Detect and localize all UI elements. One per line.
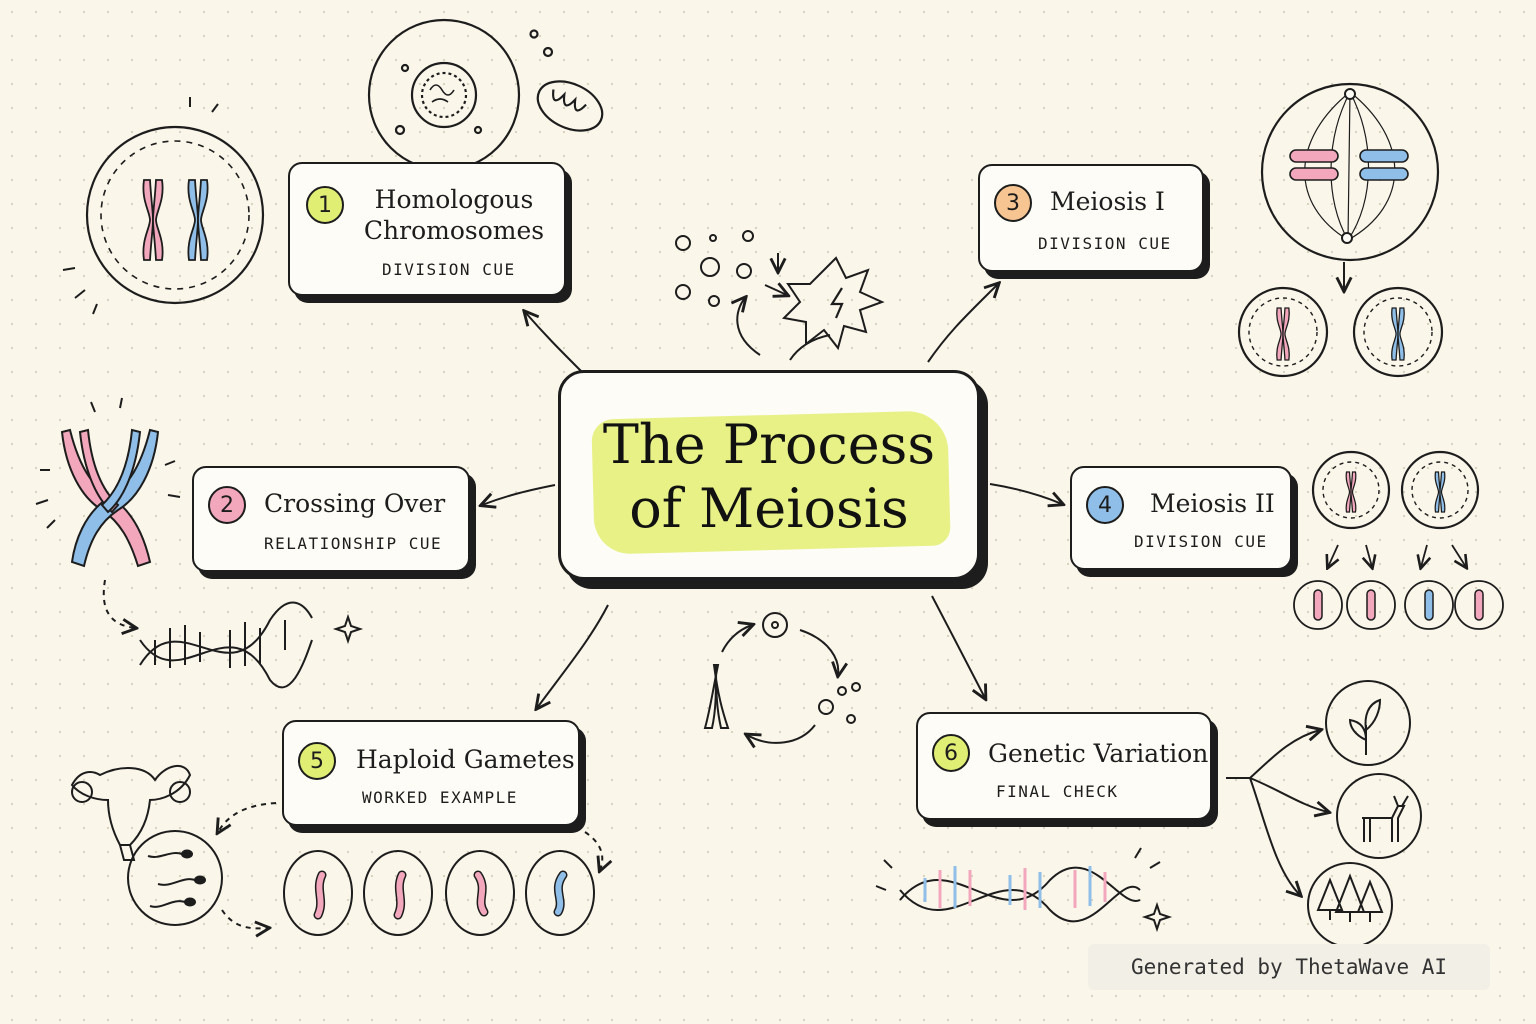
- node-haploid-gametes[interactable]: 5 Haploid Gametes WORKED EXAMPLE: [282, 720, 580, 826]
- node-2-title: Crossing Over: [264, 489, 446, 518]
- node-4-title: Meiosis II: [1150, 489, 1275, 518]
- spindle-cell-icon: [1237, 82, 1444, 378]
- node-3-cue: DIVISION CUE: [1038, 234, 1172, 253]
- node-5-title: Haploid Gametes: [356, 745, 575, 774]
- node-2-cue: RELATIONSHIP CUE: [264, 534, 443, 553]
- cell-nucleus-icon: [367, 18, 521, 172]
- footer-credit: Generated by ThetaWave AI: [1088, 944, 1490, 990]
- node-2-badge: 2: [208, 486, 246, 524]
- node-crossing-over[interactable]: 2 Crossing Over RELATIONSHIP CUE: [192, 466, 470, 572]
- reproductive-system-icon: [70, 765, 192, 861]
- node-3-badge: 3: [994, 184, 1032, 222]
- node-4-cue: DIVISION CUE: [1134, 532, 1268, 551]
- node-meiosis-one[interactable]: 3 Meiosis I DIVISION CUE: [978, 164, 1204, 272]
- reaction-burst-icon: [675, 230, 885, 361]
- node-5-badge: 5: [298, 742, 336, 780]
- node-6-cue: FINAL CHECK: [996, 782, 1119, 801]
- node-1-cue: DIVISION CUE: [382, 260, 516, 279]
- main-title: The Process of Meiosis: [561, 413, 977, 541]
- meiosis-two-cells-icon: [1293, 450, 1504, 630]
- plant-icon: [1325, 680, 1411, 766]
- variation-dna-icon: [875, 847, 1173, 933]
- node-meiosis-two[interactable]: 4 Meiosis II DIVISION CUE: [1070, 466, 1292, 570]
- node-6-title: Genetic Variation: [988, 739, 1209, 768]
- node-4-badge: 4: [1086, 486, 1124, 524]
- mitochondria-icon: [529, 29, 604, 132]
- crossing-over-icon: [35, 397, 181, 628]
- node-5-cue: WORKED EXAMPLE: [362, 788, 518, 807]
- haploid-gamete-cells-icon: [283, 831, 602, 936]
- life-cycle-icon: [703, 612, 861, 743]
- sperm-cell-icon: [127, 802, 277, 928]
- node-6-badge: 6: [932, 734, 970, 772]
- central-title-card[interactable]: The Process of Meiosis: [558, 370, 980, 580]
- node-homologous-chromosomes[interactable]: 1 Homologous Chromosomes DIVISION CUE: [288, 162, 566, 296]
- connector-arrows: [482, 284, 1062, 708]
- node-1-badge: 1: [306, 186, 344, 224]
- homologous-pair-icon: [62, 97, 265, 315]
- variation-branch-arrows: [1226, 730, 1328, 895]
- main-title-line1: The Process: [602, 413, 936, 476]
- forest-icon: [1307, 862, 1393, 948]
- node-3-title: Meiosis I: [1050, 187, 1165, 216]
- node-genetic-variation[interactable]: 6 Genetic Variation FINAL CHECK: [916, 712, 1212, 820]
- node-1-title: Homologous Chromosomes: [363, 185, 545, 245]
- main-title-line2: of Meiosis: [629, 477, 909, 540]
- dna-helix-icon: [139, 601, 364, 689]
- deer-icon: [1336, 773, 1422, 859]
